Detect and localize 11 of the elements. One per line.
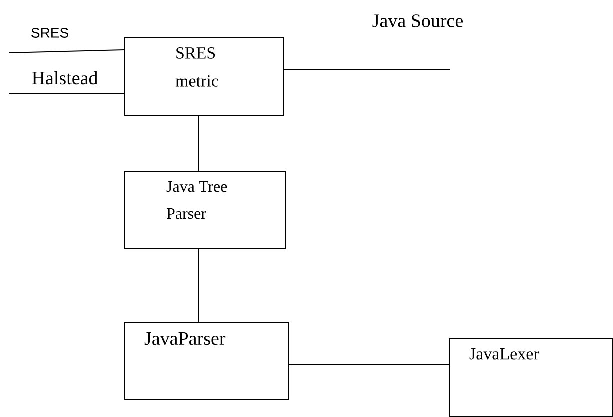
process-box: Java Tree Parser: [124, 171, 286, 249]
process-box: JavaLexer: [449, 338, 613, 417]
connector-line: [8, 50, 124, 54]
edge-label: SRES: [30, 27, 70, 39]
connector-line: [198, 114, 200, 172]
process-box: SRES metric: [124, 37, 284, 116]
edge-label: Halstead: [30, 70, 100, 86]
process-box: JavaParser: [124, 322, 289, 400]
connector-line: [288, 364, 450, 366]
connector-line: [198, 248, 200, 322]
text-label: Java Source: [372, 14, 463, 28]
